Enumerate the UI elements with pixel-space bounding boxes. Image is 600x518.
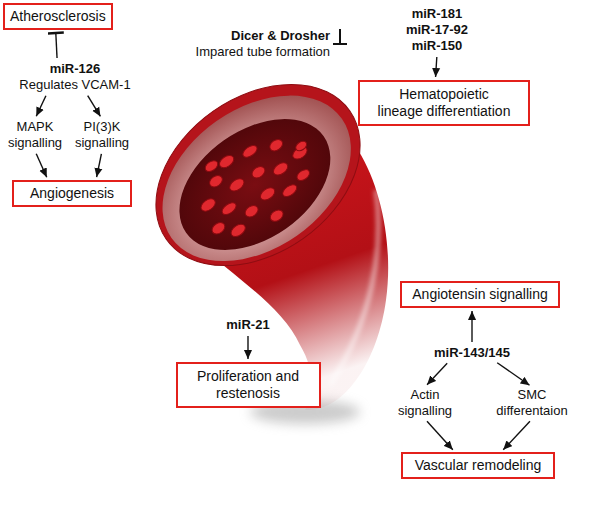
- mirna-node: miR-181miR-17-92miR-150: [406, 6, 468, 54]
- mirna-label: miR-17-92: [406, 22, 468, 38]
- blood-cell: [295, 167, 312, 182]
- blood-cell: [203, 158, 220, 173]
- outcome-box: Atherosclerosis: [3, 3, 113, 30]
- outcome-label: Angiogenesis: [30, 185, 114, 202]
- vessel-wall: [131, 61, 382, 295]
- blood-cell: [243, 203, 260, 219]
- arrow-connector: [427, 363, 447, 385]
- vessel-highlight: [330, 190, 378, 385]
- arrow-connector: [497, 363, 529, 386]
- process-label: Impared tube formation: [196, 44, 330, 60]
- arrow-connector: [471, 311, 472, 342]
- process-label: Actin signalling: [392, 387, 458, 419]
- arrow-connector: [36, 154, 47, 178]
- mirna-node: Dicer & DrosherImpared tube formation: [196, 28, 330, 60]
- outcome-box: Vascular remodeling: [401, 452, 556, 479]
- blood-cell: [268, 137, 285, 153]
- process-label: PI(3)K signalling: [69, 119, 135, 151]
- blood-cell: [271, 160, 290, 177]
- mirna-label: miR-181: [406, 6, 468, 22]
- mirna-label: miR-21: [226, 317, 269, 333]
- vessel-lumen: [155, 92, 355, 277]
- inhibition-connector: [56, 33, 57, 58]
- mirna-node: PI(3)K signalling: [69, 119, 135, 151]
- inhibition-symbol: [333, 29, 347, 44]
- blood-cell: [268, 208, 285, 224]
- outcome-label: Vascular remodeling: [415, 457, 542, 474]
- blood-cell: [207, 173, 224, 189]
- arrow-connector: [88, 96, 101, 117]
- blood-cell: [241, 143, 259, 160]
- outcome-label: Atherosclerosis: [10, 8, 106, 25]
- outcome-label: Angiotensin signalling: [412, 286, 547, 303]
- blood-cell: [229, 222, 248, 239]
- process-label: MAPK signalling: [2, 119, 68, 151]
- outcome-label: Hematopoietic lineage differentiation: [376, 86, 512, 120]
- arrow-connector: [247, 336, 248, 359]
- mirna-node: miR-126Regulates VCAM-1: [19, 61, 130, 93]
- vessel-opening: [122, 47, 395, 303]
- blood-cell: [227, 176, 246, 193]
- outcome-box: Hematopoietic lineage differentiation: [358, 80, 530, 126]
- arrow-connector: [36, 96, 46, 117]
- blood-cell: [294, 139, 308, 152]
- mirna-node: miR-143/145: [434, 345, 510, 361]
- process-label: Regulates VCAM-1: [19, 77, 130, 93]
- vessel-rim: [122, 47, 395, 303]
- blood-cell: [281, 182, 299, 199]
- mirna-node: Actin signalling: [392, 387, 458, 419]
- mirna-label: Dicer & Drosher: [196, 28, 330, 44]
- blood-cells: [179, 110, 334, 255]
- outcome-box: Proliferation and restenosis: [176, 362, 321, 408]
- mirna-label: miR-143/145: [434, 345, 510, 361]
- blood-cell: [199, 196, 218, 213]
- blood-cell: [258, 185, 277, 202]
- outcome-box: Angiogenesis: [12, 180, 132, 207]
- mirna-label: miR-126: [19, 61, 130, 77]
- blood-cell: [250, 164, 267, 180]
- arrow-connector: [436, 57, 437, 77]
- blood-cell: [220, 200, 238, 217]
- blood-cell: [210, 220, 227, 236]
- process-label: SMC differentaion: [487, 387, 577, 419]
- mirna-node: SMC differentaion: [487, 387, 577, 419]
- arrow-connector: [97, 154, 102, 177]
- mirna-label: miR-150: [406, 38, 468, 54]
- blood-cell: [217, 153, 236, 170]
- arrow-connector: [427, 421, 453, 450]
- outcome-label: Proliferation and restenosis: [196, 368, 301, 402]
- mirna-node: MAPK signalling: [2, 119, 68, 151]
- mirna-node: miR-21: [226, 317, 269, 333]
- arrow-connector: [503, 421, 530, 450]
- outcome-box: Angiotensin signalling: [400, 281, 559, 308]
